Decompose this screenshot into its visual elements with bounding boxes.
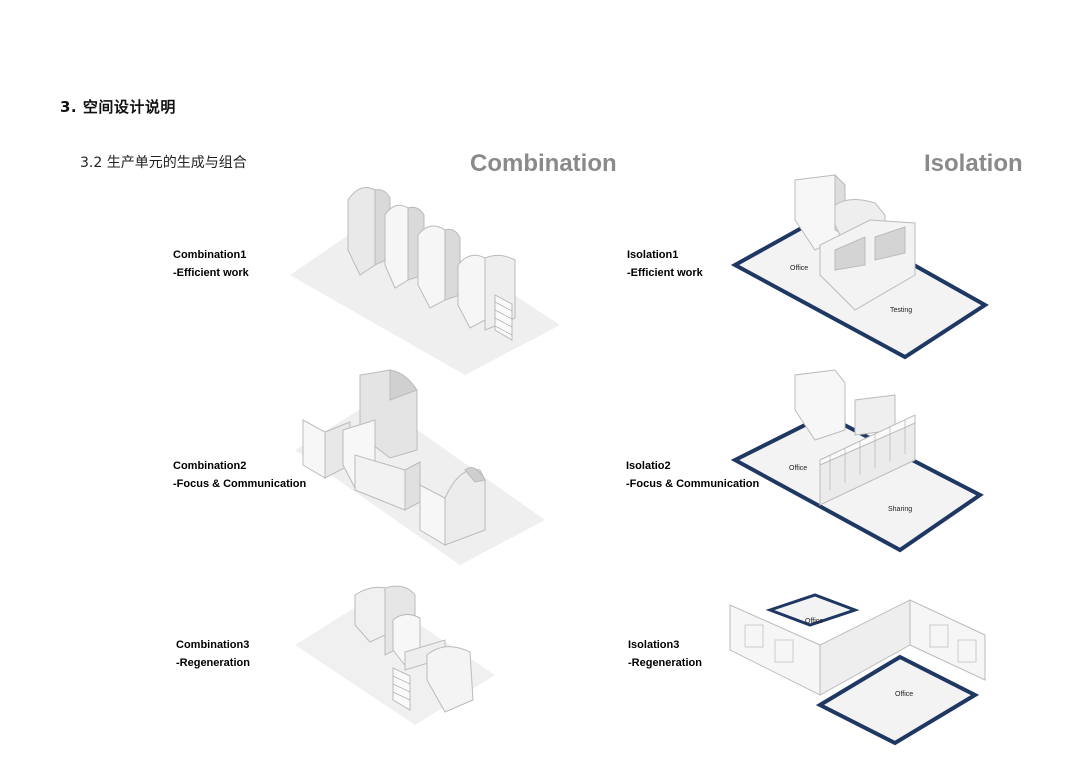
isolation-heading: Isolation xyxy=(924,150,1023,177)
isolation1-diagram: Office Testing xyxy=(730,173,989,360)
combination2-diagram xyxy=(295,369,545,565)
zone-label-office-top: Office xyxy=(805,618,823,625)
zone-label-office: Office xyxy=(789,465,807,472)
combination1-label: Combination1 -Efficient work xyxy=(173,246,249,282)
zone-border-bottom xyxy=(815,654,980,746)
combination1-desc: -Efficient work xyxy=(173,267,249,279)
isolation3-label: Isolation3 -Regeneration xyxy=(628,636,702,672)
zone-label-office-bottom: Office xyxy=(895,691,913,698)
isolation2-diagram: Office Sharing xyxy=(730,369,984,553)
isolation1-name: Isolation1 xyxy=(627,249,679,261)
isolation1-desc: -Efficient work xyxy=(627,267,703,279)
combination-heading: Combination xyxy=(470,150,617,177)
isolation2-desc: -Focus & Communication xyxy=(626,478,760,490)
combination3-label: Combination3 -Regeneration xyxy=(176,636,250,672)
zone-label-sharing: Sharing xyxy=(888,506,912,513)
combination1-diagram xyxy=(290,187,560,375)
zone-label-office: Office xyxy=(790,265,808,272)
sub-title: 3.2 生产单元的生成与组合 xyxy=(80,155,247,171)
shelf-stripes xyxy=(494,301,513,336)
isolation2-name: Isolatio2 xyxy=(626,460,671,472)
combination3-desc: -Regeneration xyxy=(176,657,250,669)
combination2-label: Combination2 -Focus & Communication xyxy=(173,457,306,493)
section-title: 3. 空间设计说明 xyxy=(60,98,176,116)
combination2-desc: -Focus & Communication xyxy=(173,478,307,490)
zone-border-top xyxy=(765,593,860,627)
unit-frames xyxy=(347,187,516,341)
isolation1-label: Isolation1 -Efficient work xyxy=(627,246,703,282)
combination3-diagram xyxy=(295,585,495,725)
isolation3-diagram: Office Office xyxy=(729,593,986,746)
combination3-name: Combination3 xyxy=(176,639,250,651)
combination1-name: Combination1 xyxy=(173,249,247,261)
combination2-name: Combination2 xyxy=(173,460,247,472)
zone-label-testing: Testing xyxy=(890,307,912,314)
isolation3-desc: -Regeneration xyxy=(628,657,702,669)
isolation2-label: Isolatio2 -Focus & Communication xyxy=(626,457,759,493)
isolation3-name: Isolation3 xyxy=(628,639,680,651)
